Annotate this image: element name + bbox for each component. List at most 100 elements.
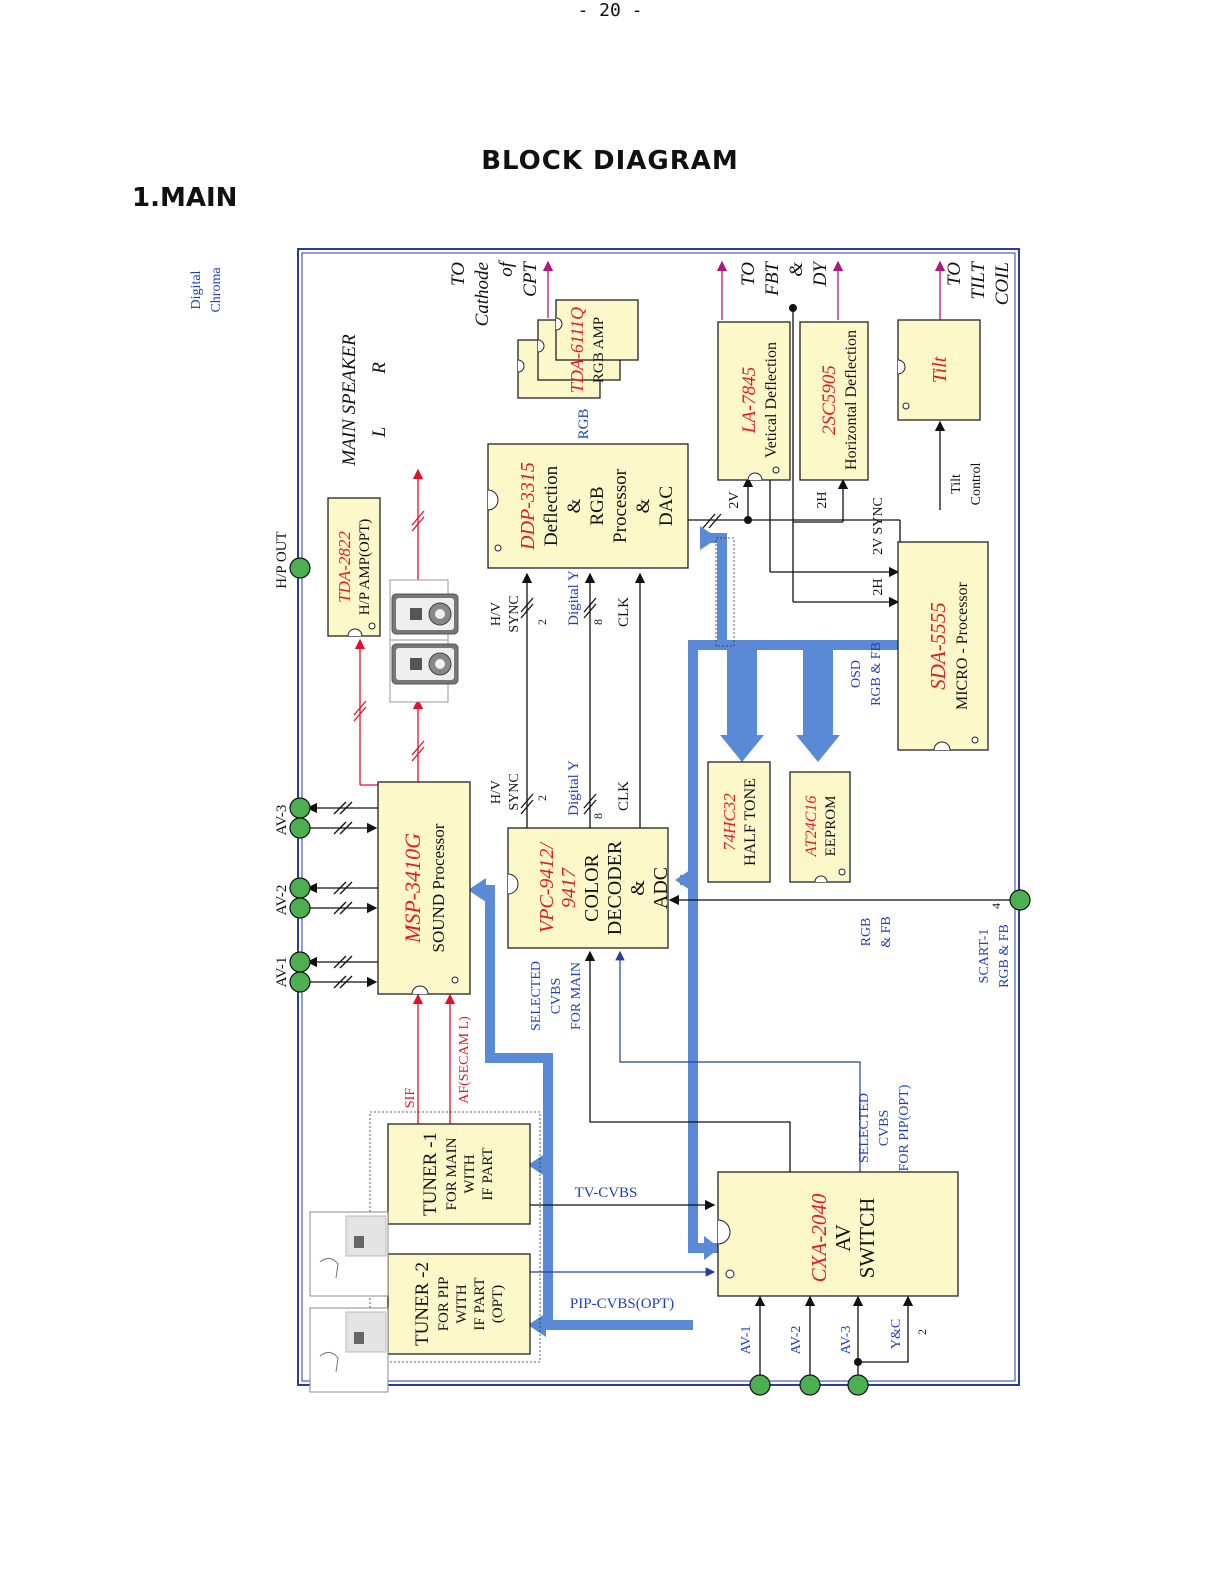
- svg-text:RGB: RGB: [859, 918, 874, 947]
- tda-6111q-chip: TDA-6111Q RGB AMP: [517, 299, 639, 399]
- bus-width-2-bottom: 2: [535, 795, 549, 801]
- tuner-1-block: TUNER -1 FOR MAIN WITH IF PART: [387, 1123, 531, 1225]
- msp-av-wires: [306, 801, 378, 989]
- svg-text:DDP-3315: DDP-3315: [517, 462, 539, 551]
- svg-text:RGB & FB: RGB & FB: [997, 924, 1012, 988]
- digital-chroma-label: Digital Chroma: [189, 267, 224, 313]
- vpc-9412-chip: VPC-9412/ 9417 COLOR DECODER & ADC: [507, 827, 672, 949]
- svg-text:AT24C16: AT24C16: [803, 796, 820, 858]
- bottom-av1-connector: [749, 1374, 771, 1396]
- 2h-label: 2H: [815, 491, 830, 508]
- svg-text:H/P AMP(OPT): H/P AMP(OPT): [357, 519, 373, 616]
- svg-text:(OPT): (OPT): [490, 1285, 506, 1323]
- svg-text:MICRO - Processor: MICRO - Processor: [954, 581, 971, 710]
- speaker-right: [389, 579, 459, 641]
- svg-text:Control: Control: [969, 463, 984, 506]
- to-tilt-label: TO TILT COIL: [944, 261, 1013, 306]
- svg-text:TUNER -2: TUNER -2: [412, 1262, 433, 1346]
- svg-text:of: of: [496, 259, 517, 277]
- svg-text:RGB & FB: RGB & FB: [869, 642, 884, 706]
- svg-text:FOR PIP: FOR PIP: [436, 1277, 452, 1332]
- 2v-sync-label: 2V SYNC: [871, 497, 886, 555]
- scart1-label: SCART-1 RGB & FB: [977, 924, 1012, 988]
- bus-width-8-bottom: 8: [591, 813, 605, 819]
- svg-text:AV: AV: [831, 1224, 855, 1252]
- clk-label-top: CLK: [616, 597, 632, 627]
- svg-text:Vetical Deflection: Vetical Deflection: [763, 342, 780, 458]
- main-speaker-label: MAIN SPEAKER: [339, 334, 360, 467]
- av1-label: AV-1: [274, 957, 290, 988]
- 2h-sync-label: 2H: [871, 578, 886, 595]
- svg-text:FBT: FBT: [762, 261, 783, 297]
- svg-text:&: &: [627, 880, 649, 896]
- pip-cvbs-label: PIP-CVBS(OPT): [570, 1296, 674, 1312]
- tuner-photo-2: [309, 1307, 389, 1393]
- svg-text:COLOR: COLOR: [581, 853, 603, 921]
- svg-text:Digital: Digital: [189, 270, 204, 309]
- av3-connector-a: [289, 797, 311, 819]
- svg-text:& FB: & FB: [879, 916, 894, 948]
- svg-text:SOUND Processor: SOUND Processor: [429, 823, 448, 952]
- selected-cvbs-pip-label: SELECTED CVBS FOR PIP(OPT): [857, 1084, 912, 1171]
- svg-text:RGB: RGB: [587, 486, 608, 525]
- svg-text:CXA-2040: CXA-2040: [807, 1193, 831, 1282]
- at24c16-chip: AT24C16 EEPROM: [789, 771, 851, 883]
- svg-text:COIL: COIL: [992, 262, 1013, 305]
- bottom-av3-connector: [847, 1374, 869, 1396]
- rgb-label: RGB: [576, 409, 592, 440]
- bus-outline: [715, 537, 735, 647]
- bus-arrow-heads: [468, 526, 840, 1337]
- svg-text:CVBS: CVBS: [877, 1110, 892, 1147]
- bottom-av3-label: AV-3: [839, 1326, 854, 1355]
- tda-2822-chip: TDA-2822 H/P AMP(OPT): [327, 497, 381, 637]
- bus-width-8-top: 8: [591, 619, 605, 625]
- svg-text:Chroma: Chroma: [209, 267, 224, 313]
- to-fbt-label: TO FBT & DY: [738, 260, 831, 297]
- section-title: 1.MAIN: [132, 183, 238, 213]
- ddp-3315-chip: DDP-3315 Deflection & RGB Processor & DA…: [487, 443, 689, 569]
- yc-width-label: 2: [915, 1329, 929, 1335]
- svg-text:SCART-1: SCART-1: [977, 929, 992, 984]
- clk-label-bottom: CLK: [616, 781, 632, 811]
- svg-text:OSD: OSD: [849, 660, 864, 688]
- speaker-r-label: R: [369, 362, 390, 375]
- svg-text:Tilt: Tilt: [929, 356, 951, 383]
- svg-text:SDA-5555: SDA-5555: [926, 602, 950, 690]
- svg-text:ADC: ADC: [650, 867, 672, 909]
- 74hc32-chip: 74HC32 HALF TONE: [707, 761, 771, 883]
- svg-text:SYNC: SYNC: [507, 595, 522, 632]
- svg-text:SELECTED: SELECTED: [857, 1093, 872, 1163]
- svg-text:SWITCH: SWITCH: [855, 1198, 879, 1279]
- svg-text:&: &: [786, 262, 807, 277]
- av2-label: AV-2: [274, 885, 290, 916]
- scart-width-label: 4: [989, 903, 1003, 909]
- svg-text:VPC-9412/: VPC-9412/: [536, 841, 558, 933]
- speaker-left: [389, 639, 459, 703]
- svg-text:CVBS: CVBS: [549, 978, 564, 1015]
- svg-text:WITH: WITH: [462, 1154, 478, 1193]
- 2v-label: 2V: [727, 491, 742, 508]
- svg-text:HALF TONE: HALF TONE: [742, 778, 759, 866]
- page-title: BLOCK DIAGRAM: [481, 146, 739, 176]
- svg-text:Tilt: Tilt: [949, 474, 964, 494]
- hp-out-connector: [289, 557, 311, 579]
- tuner-2-block: TUNER -2 FOR PIP WITH IF PART (OPT): [387, 1253, 531, 1355]
- hp-out-label: H/P OUT: [274, 531, 290, 588]
- yc-label: Y&C: [889, 1319, 904, 1349]
- svg-text:H/V: H/V: [489, 780, 504, 804]
- svg-text:EEPROM: EEPROM: [823, 796, 839, 857]
- svg-text:FOR MAIN: FOR MAIN: [444, 1137, 460, 1210]
- av2-connector-a: [289, 877, 311, 899]
- svg-text:MSP-3410G: MSP-3410G: [400, 833, 425, 944]
- svg-text:&: &: [633, 498, 654, 513]
- svg-text:IF PART: IF PART: [472, 1277, 488, 1330]
- osd-label: OSD RGB & FB: [849, 642, 884, 706]
- bottom-av2-label: AV-2: [789, 1326, 804, 1355]
- svg-text:Cathode: Cathode: [472, 262, 493, 326]
- sif-label: SIF: [403, 1088, 418, 1108]
- svg-text:FOR PIP(OPT): FOR PIP(OPT): [897, 1084, 912, 1171]
- svg-text:9417: 9417: [558, 867, 580, 908]
- svg-text:DY: DY: [810, 260, 831, 288]
- bottom-av2-connector: [799, 1374, 821, 1396]
- sda-5555-chip: SDA-5555 MICRO - Processor: [897, 541, 989, 751]
